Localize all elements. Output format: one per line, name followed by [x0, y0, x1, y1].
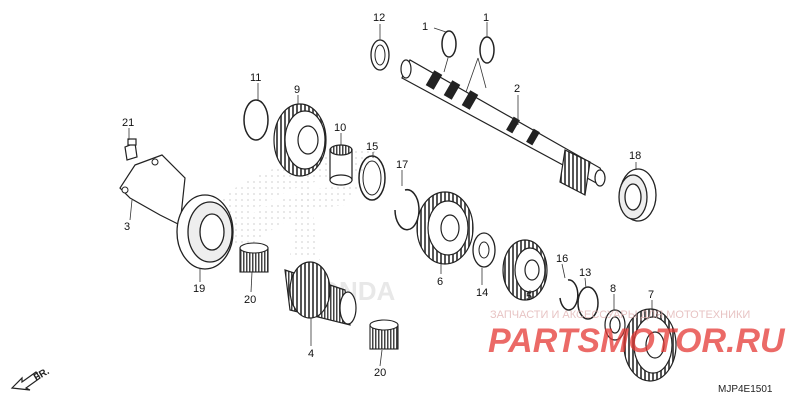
label-part-1b: 1: [483, 12, 489, 24]
gear-5: [502, 239, 548, 301]
needle-bearing-20a: [239, 242, 269, 273]
collar-8: [604, 309, 626, 341]
label-part-20b: 20: [374, 367, 386, 379]
circlip-17: [394, 188, 420, 231]
label-part-9: 9: [294, 84, 300, 96]
part-labels: 1 1 2 3 4 5 6 7 8 9 10 11 12 13 14 15 16…: [122, 12, 654, 379]
label-part-19: 19: [193, 283, 205, 295]
washer-11: [243, 99, 269, 141]
label-part-13: 13: [579, 267, 591, 279]
setting-plate-3: [119, 154, 186, 226]
circlip-16: [559, 279, 579, 311]
bushing-10: [329, 144, 353, 186]
washer-15: [358, 155, 386, 201]
gear-7: [623, 308, 677, 382]
watermark-tagline: ЗАПЧАСТИ И АКСЕССУАРЫ ДЛЯ МОТОТЕХНИКИ: [490, 309, 750, 321]
leader-lines: [128, 22, 653, 367]
label-part-6: 6: [437, 276, 443, 288]
label-part-2: 2: [514, 83, 520, 95]
label-part-10: 10: [334, 122, 346, 134]
label-part-11: 11: [250, 72, 261, 84]
label-part-5: 5: [526, 291, 532, 303]
gear-6: [416, 191, 474, 265]
label-part-15: 15: [366, 141, 378, 153]
arrow-icon: [10, 371, 41, 391]
label-part-21: 21: [122, 117, 134, 129]
label-part-20a: 20: [244, 294, 256, 306]
label-part-3: 3: [124, 221, 130, 233]
label-part-18: 18: [629, 150, 641, 162]
label-part-7: 7: [648, 289, 654, 301]
watermark-brand: PARTSMOTOR.RU: [488, 322, 786, 360]
gear-9: [273, 103, 327, 177]
needle-bearing-20b: [369, 319, 399, 350]
front-direction-arrow: FR.: [10, 366, 52, 391]
label-part-12: 12: [373, 12, 385, 24]
label-part-4: 4: [308, 348, 314, 360]
partsmotor-watermark: ЗАПЧАСТИ И АКСЕССУАРЫ ДЛЯ МОТОТЕХНИКИ PA…: [488, 309, 786, 360]
bolt-21: [124, 138, 138, 161]
circlip-1a: [441, 30, 457, 58]
mainshaft: [400, 59, 606, 196]
label-part-17: 17: [396, 159, 408, 171]
countershaft-4: [284, 261, 357, 326]
washer-13: [577, 286, 599, 320]
diagram-code: MJP4E1501: [718, 384, 773, 395]
label-part-16: 16: [556, 253, 568, 265]
fr-label: FR.: [32, 366, 52, 384]
label-part-8: 8: [610, 283, 616, 295]
label-part-14: 14: [476, 287, 488, 299]
label-part-1a: 1: [422, 21, 428, 33]
circlip-1b: [479, 36, 495, 64]
bearing-19: [176, 194, 234, 270]
bearing-18: [618, 168, 657, 222]
